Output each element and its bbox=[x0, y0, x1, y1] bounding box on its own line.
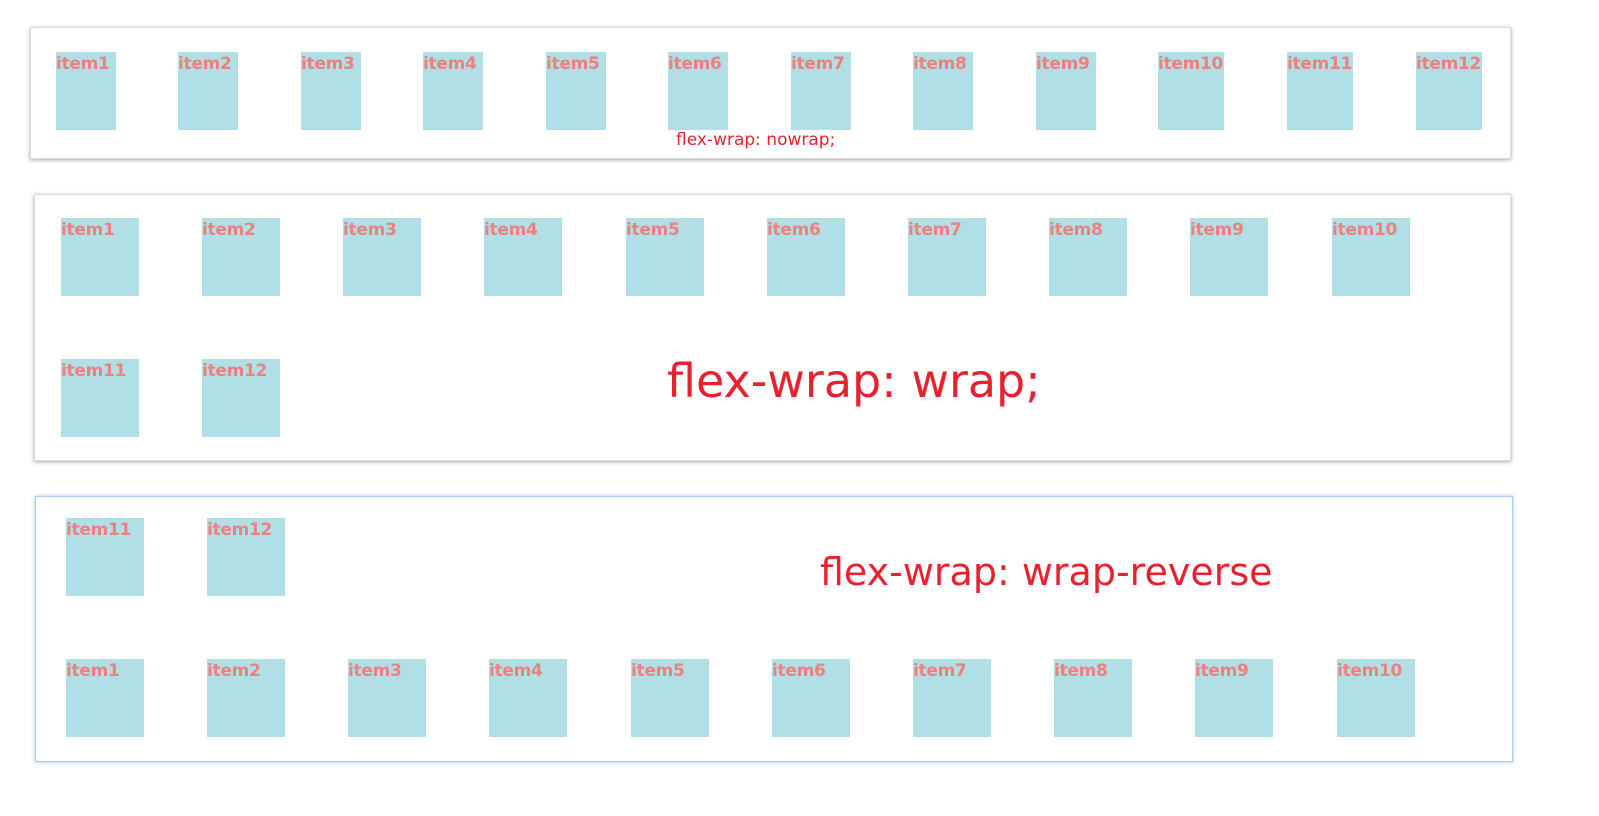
flex-item-label: item5 bbox=[546, 54, 600, 74]
flex-item-label: item2 bbox=[207, 661, 261, 681]
flex-item-label: item12 bbox=[1416, 54, 1482, 74]
flex-item: item11 bbox=[61, 359, 139, 437]
flex-wrap-container: item1 item2 item3 item4 item5 item6 item… bbox=[34, 194, 1511, 461]
flex-item: item7 bbox=[791, 52, 851, 130]
flex-item: item10 bbox=[1158, 52, 1224, 130]
flex-item-label: item1 bbox=[56, 54, 110, 74]
flex-item: item6 bbox=[767, 218, 845, 296]
flex-item: item1 bbox=[61, 218, 139, 296]
flex-item: item10 bbox=[1337, 659, 1415, 737]
flex-item-label: item10 bbox=[1332, 220, 1398, 240]
flex-item-label: item8 bbox=[913, 54, 967, 74]
flex-item: item8 bbox=[1049, 218, 1127, 296]
flex-item: item9 bbox=[1036, 52, 1096, 130]
flex-item-label: item8 bbox=[1054, 661, 1108, 681]
flex-item: item5 bbox=[546, 52, 606, 130]
flex-item-label: item3 bbox=[348, 661, 402, 681]
flex-item-label: item2 bbox=[178, 54, 232, 74]
flex-item: item9 bbox=[1195, 659, 1273, 737]
flex-item: item11 bbox=[66, 518, 144, 596]
flex-item: item2 bbox=[202, 218, 280, 296]
flex-item-label: item7 bbox=[908, 220, 962, 240]
flex-item-label: item11 bbox=[1287, 54, 1353, 74]
flex-item-label: item10 bbox=[1158, 54, 1224, 74]
flex-item-label: item9 bbox=[1036, 54, 1090, 74]
flex-item-label: item4 bbox=[484, 220, 538, 240]
flex-item: item7 bbox=[913, 659, 991, 737]
flex-item: item3 bbox=[343, 218, 421, 296]
flex-item: item4 bbox=[423, 52, 483, 130]
flex-item: item4 bbox=[489, 659, 567, 737]
flex-item: item2 bbox=[178, 52, 238, 130]
flex-item-label: item1 bbox=[61, 220, 115, 240]
flex-item-label: item12 bbox=[202, 361, 268, 381]
flex-item: item12 bbox=[202, 359, 280, 437]
flex-item-label: item4 bbox=[423, 54, 477, 74]
flex-item: item10 bbox=[1332, 218, 1410, 296]
flex-nowrap-container: item1 item2 item3 item4 item5 item6 item… bbox=[30, 27, 1511, 159]
flex-item: item5 bbox=[631, 659, 709, 737]
flex-item-label: item3 bbox=[343, 220, 397, 240]
flex-item: item9 bbox=[1190, 218, 1268, 296]
flex-wrap-reverse-container: item11 item12 item1 item2 item3 item4 it… bbox=[35, 496, 1513, 762]
flex-item-label: item8 bbox=[1049, 220, 1103, 240]
flex-item: item5 bbox=[626, 218, 704, 296]
flex-item-label: item5 bbox=[626, 220, 680, 240]
flex-item-label: item1 bbox=[66, 661, 120, 681]
flex-item: item7 bbox=[908, 218, 986, 296]
flex-item-label: item6 bbox=[772, 661, 826, 681]
flex-item-label: item11 bbox=[66, 520, 132, 540]
flex-item-label: item10 bbox=[1337, 661, 1403, 681]
flex-item-label: item6 bbox=[767, 220, 821, 240]
flex-item: item8 bbox=[913, 52, 973, 130]
flex-item: item2 bbox=[207, 659, 285, 737]
flex-item-label: item2 bbox=[202, 220, 256, 240]
flex-item-label: item4 bbox=[489, 661, 543, 681]
flex-item: item4 bbox=[484, 218, 562, 296]
nowrap-caption: flex-wrap: nowrap; bbox=[676, 130, 836, 150]
flex-item-label: item6 bbox=[668, 54, 722, 74]
flex-item-label: item3 bbox=[301, 54, 355, 74]
flex-item: item12 bbox=[1416, 52, 1482, 130]
flex-item: item11 bbox=[1287, 52, 1353, 130]
flex-item-label: item5 bbox=[631, 661, 685, 681]
flex-item: item6 bbox=[772, 659, 850, 737]
flex-item: item6 bbox=[668, 52, 728, 130]
flex-item-label: item11 bbox=[61, 361, 127, 381]
flex-item-label: item12 bbox=[207, 520, 273, 540]
flex-item-label: item7 bbox=[791, 54, 845, 74]
wrap-caption: flex-wrap: wrap; bbox=[667, 354, 1041, 408]
flex-item-label: item9 bbox=[1190, 220, 1244, 240]
flex-item: item8 bbox=[1054, 659, 1132, 737]
wrap-reverse-caption: flex-wrap: wrap-reverse bbox=[820, 550, 1273, 594]
flex-item: item12 bbox=[207, 518, 285, 596]
flex-item-label: item7 bbox=[913, 661, 967, 681]
flex-item: item3 bbox=[348, 659, 426, 737]
flex-item-label: item9 bbox=[1195, 661, 1249, 681]
flex-item: item1 bbox=[66, 659, 144, 737]
flex-item: item3 bbox=[301, 52, 361, 130]
flex-item: item1 bbox=[56, 52, 116, 130]
